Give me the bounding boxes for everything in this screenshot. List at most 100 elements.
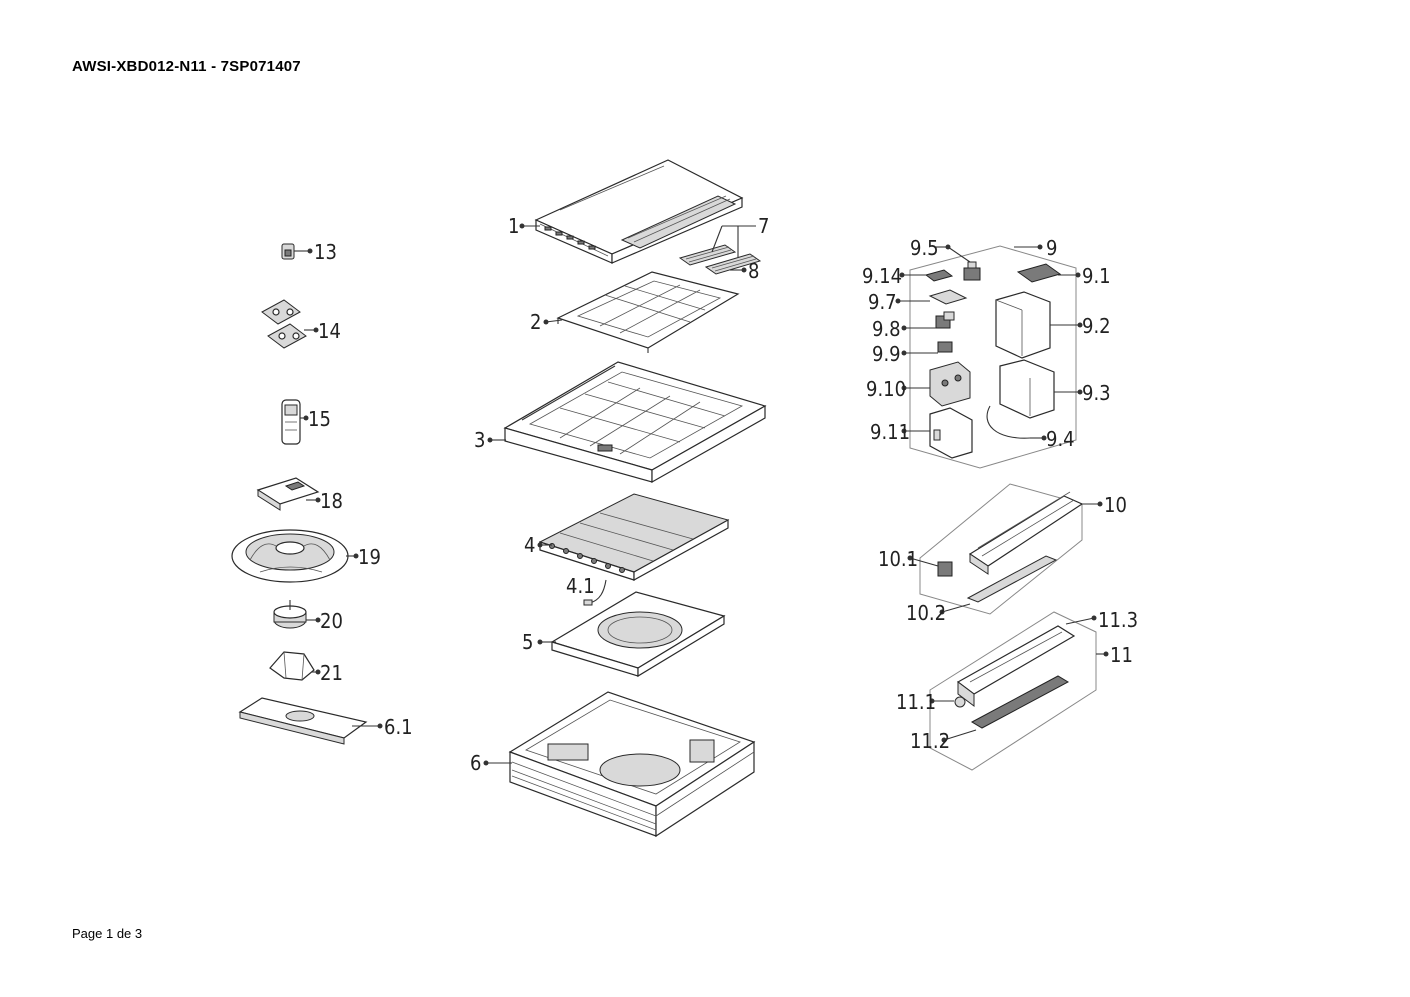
callout-4-1: 4.1 <box>566 574 595 598</box>
callout-21: 21 <box>312 661 343 685</box>
svg-text:8: 8 <box>748 259 759 283</box>
svg-text:9.11: 9.11 <box>870 420 910 444</box>
part-6-1-support-plate <box>238 697 368 745</box>
callout-11-1: 11.1 <box>896 690 954 714</box>
svg-text:10.1: 10.1 <box>878 547 918 571</box>
callout-7: 7 <box>711 214 769 258</box>
callout-19: 19 <box>346 545 381 569</box>
svg-text:15: 15 <box>308 407 331 431</box>
svg-text:11.2: 11.2 <box>910 729 950 753</box>
svg-text:1: 1 <box>508 214 519 238</box>
svg-text:9.14: 9.14 <box>862 264 902 288</box>
callout-9-3: 9.3 <box>1054 381 1111 405</box>
callout-9-8: 9.8 <box>872 317 936 341</box>
group-10-louver-assembly <box>919 483 1084 615</box>
callout-2: 2 <box>530 310 563 334</box>
svg-text:10: 10 <box>1104 493 1127 517</box>
svg-text:10.2: 10.2 <box>906 601 946 625</box>
part-2-grille-frame <box>556 271 740 353</box>
svg-text:14: 14 <box>318 319 341 343</box>
svg-text:9.5: 9.5 <box>910 236 939 260</box>
svg-text:20: 20 <box>320 609 343 633</box>
callout-10: 10 <box>1082 493 1127 517</box>
part-18-display-box <box>256 477 320 511</box>
svg-text:11: 11 <box>1110 643 1133 667</box>
part-9-2-box-housing <box>995 291 1051 359</box>
callout-10-2: 10.2 <box>906 601 971 625</box>
part-5-drain-pan <box>550 591 726 678</box>
part-19-fan-wheel <box>231 529 349 583</box>
part-9-9-small-board <box>937 341 953 353</box>
callout-9-11: 9.11 <box>870 420 930 444</box>
part-13-clip <box>281 243 295 260</box>
callout-9-2: 9.2 <box>1050 314 1111 338</box>
part-14-brackets <box>261 299 307 349</box>
callout-15: 15 <box>300 407 331 431</box>
svg-text:9.9: 9.9 <box>872 342 901 366</box>
svg-text:9.10: 9.10 <box>866 377 906 401</box>
svg-text:11.3: 11.3 <box>1098 608 1138 632</box>
part-4-heat-exchanger <box>538 493 730 582</box>
part-3-panel-base <box>503 361 767 484</box>
svg-text:13: 13 <box>314 240 337 264</box>
group-11-swing-assembly <box>929 611 1097 771</box>
callout-8: 8 <box>730 259 759 283</box>
part-9-7-plate <box>928 289 968 305</box>
callout-11-2: 11.2 <box>910 729 977 753</box>
callout-14: 14 <box>304 319 341 343</box>
svg-text:19: 19 <box>358 545 381 569</box>
group-9-electrical-box <box>909 245 1077 469</box>
callout-20: 20 <box>306 609 343 633</box>
part-9-1-terminal-block <box>1016 263 1062 283</box>
callout-13: 13 <box>294 240 337 264</box>
part-1-front-panel <box>534 159 744 264</box>
svg-text:4.1: 4.1 <box>566 574 595 598</box>
callout-10-1: 10.1 <box>878 547 939 571</box>
callout-18: 18 <box>306 489 343 513</box>
part-9-10-main-pcb <box>929 361 971 407</box>
svg-text:4: 4 <box>524 533 535 557</box>
callout-3: 3 <box>474 428 506 452</box>
part-9-14-board <box>924 269 954 282</box>
svg-text:7: 7 <box>758 214 769 238</box>
callout-11: 11 <box>1096 643 1133 667</box>
svg-text:2: 2 <box>530 310 541 334</box>
svg-text:9: 9 <box>1046 236 1057 260</box>
svg-text:21: 21 <box>320 661 343 685</box>
svg-text:9.1: 9.1 <box>1082 264 1111 288</box>
callout-9-7: 9.7 <box>868 290 930 314</box>
callout-5: 5 <box>522 630 556 654</box>
part-9-8-relay <box>935 311 955 329</box>
part-9-3-box-cover <box>999 359 1055 419</box>
callout-1: 1 <box>508 214 540 238</box>
part-21-motor-bracket <box>269 651 315 681</box>
callout-6-1: 6.1 <box>352 715 413 739</box>
callout-9-4: 9.4 <box>1030 427 1075 451</box>
part-20-fan-motor <box>273 600 307 629</box>
part-9-5-terminal <box>963 261 981 281</box>
part-15-remote-control <box>281 399 301 445</box>
svg-text:9.7: 9.7 <box>868 290 897 314</box>
document-title: AWSI-XBD012-N11 - 7SP071407 <box>72 58 301 75</box>
callout-4: 4 <box>524 533 552 557</box>
svg-text:11.1: 11.1 <box>896 690 936 714</box>
callout-11-3: 11.3 <box>1065 608 1138 632</box>
callout-9-5: 9.5 <box>910 236 971 263</box>
svg-text:6: 6 <box>470 751 481 775</box>
svg-text:6.1: 6.1 <box>384 715 413 739</box>
svg-text:5: 5 <box>522 630 533 654</box>
callout-9-1: 9.1 <box>1058 264 1111 288</box>
part-9-4-wire <box>986 405 1031 439</box>
part-6-base-chassis <box>508 691 756 838</box>
svg-text:18: 18 <box>320 489 343 513</box>
svg-text:9.4: 9.4 <box>1046 427 1075 451</box>
svg-text:9.3: 9.3 <box>1082 381 1111 405</box>
page-number: Page 1 de 3 <box>72 926 143 941</box>
svg-text:9.2: 9.2 <box>1082 314 1111 338</box>
callout-9-10: 9.10 <box>866 377 930 401</box>
part-7-8-filters <box>678 244 762 275</box>
svg-text:3: 3 <box>474 428 485 452</box>
callout-9-9: 9.9 <box>872 342 938 366</box>
callout-9-14: 9.14 <box>862 264 926 288</box>
